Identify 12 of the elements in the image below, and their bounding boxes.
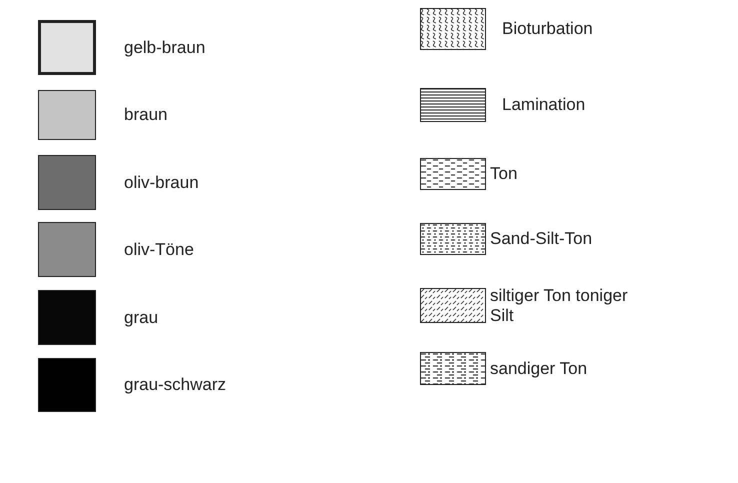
legend-label: Ton bbox=[490, 164, 518, 184]
legend-label: oliv-braun bbox=[124, 172, 199, 192]
legend-label: sandiger Ton bbox=[490, 358, 588, 378]
legend-label: gelb-braun bbox=[124, 38, 206, 58]
legend-label: grau-schwarz bbox=[124, 375, 226, 395]
legend-label: siltiger Ton toniger Silt bbox=[490, 286, 629, 326]
legend-label: braun bbox=[124, 105, 168, 125]
legend-label: oliv-Töne bbox=[124, 240, 194, 260]
legend-label: Sand-Silt-Ton bbox=[490, 229, 594, 249]
legend-label: Lamination bbox=[502, 95, 586, 115]
legend-label: grau bbox=[124, 308, 158, 328]
legend-label: Bioturbation bbox=[502, 19, 594, 39]
